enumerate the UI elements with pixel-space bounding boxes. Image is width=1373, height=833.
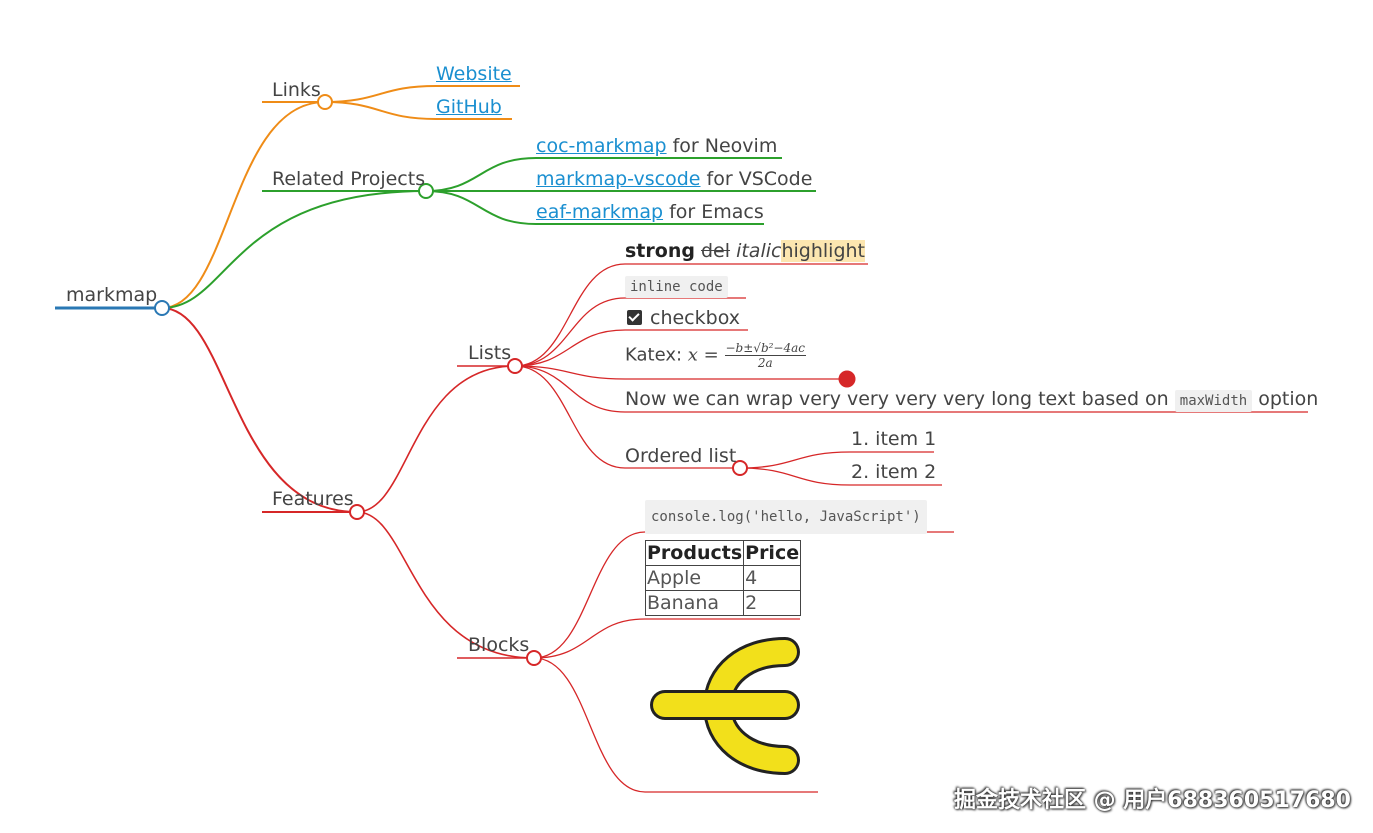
table-cell: Banana	[644, 590, 745, 616]
related-node-circle[interactable]	[418, 183, 434, 199]
katex-denominator: 2a	[757, 356, 773, 370]
table-header-row: Products Price	[644, 540, 802, 566]
katex-numerator: −b±√b²−4ac	[724, 341, 806, 356]
related-item-vscode: markmap-vscode for VSCode	[536, 167, 812, 191]
edge-links-website	[324, 85, 437, 103]
blocks-label[interactable]: Blocks	[468, 634, 530, 656]
eaf-markmap-link[interactable]: eaf-markmap	[536, 201, 664, 223]
table-cell: Apple	[644, 565, 745, 591]
ordered-list-label[interactable]: Ordered list	[625, 445, 737, 467]
table-header-products: Products	[644, 540, 745, 566]
edge-blocks-table	[533, 618, 646, 659]
ordered-item-1: 1. item 1	[851, 428, 937, 450]
edge-blocks-code	[533, 531, 646, 659]
del-text: del	[701, 240, 731, 262]
code-block: console.log('hello, JavaScript')	[645, 500, 927, 534]
checkbox-checked-icon[interactable]	[627, 310, 642, 325]
ordered-node-circle[interactable]	[732, 460, 748, 476]
watermark: 掘金技术社区 @ 用户688360517680	[953, 788, 1351, 813]
lists-label[interactable]: Lists	[468, 342, 512, 364]
inline-code: inline code	[625, 276, 728, 298]
edge-lists-wrap	[514, 365, 626, 413]
table-header-price: Price	[743, 540, 802, 566]
related-item-eaf-rest: for Emacs	[663, 201, 764, 223]
table-cell: 2	[743, 590, 802, 616]
coc-markmap-link[interactable]: coc-markmap	[536, 135, 667, 157]
edge-root-links	[161, 101, 326, 309]
edge-links-github	[324, 101, 437, 120]
formatting-item: strong del italichighlight	[625, 239, 866, 263]
features-node-circle[interactable]	[349, 504, 365, 520]
code-block-text: console.log('hello, JavaScript')	[645, 500, 927, 534]
related-item-coc: coc-markmap for Neovim	[536, 134, 777, 158]
strong-text: strong	[625, 240, 695, 262]
edge-lists-ordered	[514, 365, 626, 469]
edge-lists-checkbox	[514, 329, 626, 367]
edge-root-related	[161, 190, 427, 309]
lists-node-circle[interactable]	[507, 358, 523, 374]
edge-related-1	[425, 157, 537, 192]
edge-root-features	[161, 307, 358, 513]
edge-features-lists	[356, 365, 516, 513]
katex-lhs: x =	[687, 344, 719, 366]
italic-text: italic	[736, 240, 782, 262]
euro-like-logo-icon	[650, 637, 800, 775]
markmap-vscode-link[interactable]: markmap-vscode	[536, 168, 701, 190]
table-cell: 4	[743, 565, 802, 591]
github-link[interactable]: GitHub	[436, 96, 502, 118]
website-link[interactable]: Website	[436, 63, 512, 85]
related-item-eaf: eaf-markmap for Emacs	[536, 200, 764, 224]
katex-label: Katex:	[625, 344, 683, 366]
edge-lists-katex	[514, 365, 626, 380]
root-label[interactable]: markmap	[66, 284, 158, 306]
related-projects-label[interactable]: Related Projects	[272, 168, 426, 190]
table-row: Apple 4	[644, 565, 802, 591]
table-row: Banana 2	[644, 590, 802, 616]
products-table: Products Price Apple 4 Banana 2	[644, 540, 802, 616]
edge-features-blocks	[356, 511, 535, 659]
related-item-coc-rest: for Neovim	[666, 135, 778, 157]
edge-lists-code	[514, 297, 626, 367]
edge-ordered-1	[739, 451, 851, 469]
links-node-circle[interactable]	[317, 94, 333, 110]
wrap-text-item: Now we can wrap very very very very long…	[625, 387, 1318, 413]
katex-collapsed-node-circle[interactable]	[838, 370, 856, 388]
edge-related-3	[425, 190, 537, 225]
wrap-text: Now we can wrap very very very very long…	[625, 388, 1169, 410]
edge-blocks-image	[533, 657, 646, 793]
inline-code-item: inline code	[625, 273, 728, 299]
root-node-circle[interactable]	[154, 300, 170, 316]
maxwidth-code: maxWidth	[1174, 390, 1253, 412]
checkbox-label: checkbox	[650, 307, 740, 329]
wrap-tail: option	[1258, 388, 1319, 410]
ordered-item-2: 2. item 2	[851, 461, 937, 483]
blocks-node-circle[interactable]	[526, 650, 542, 666]
highlight-text: highlight	[781, 240, 866, 262]
checkbox-item: checkbox	[627, 306, 740, 330]
related-item-vscode-rest: for VSCode	[700, 168, 813, 190]
edge-ordered-2	[739, 467, 851, 486]
features-label[interactable]: Features	[272, 488, 354, 510]
edge-lists-strong	[514, 263, 626, 367]
links-label[interactable]: Links	[272, 79, 321, 101]
